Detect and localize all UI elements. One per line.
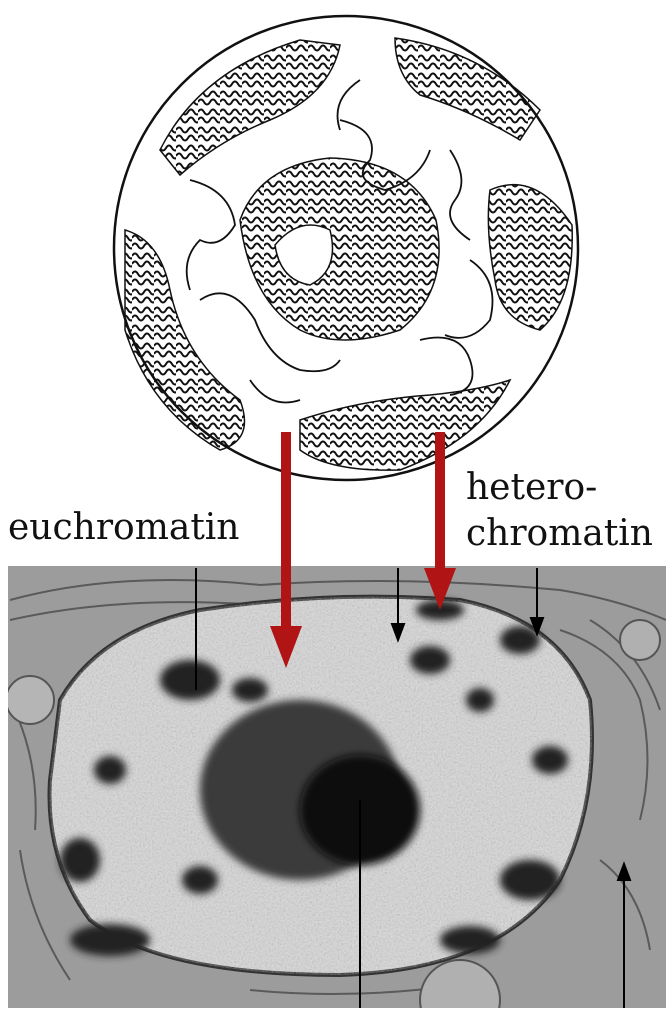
heterochromatin-label-line1: hetero- [466,466,597,510]
heterochromatin-label-line2: chromatin [466,512,653,556]
electron-micrograph [6,566,666,1008]
nucleus-schematic [114,16,578,480]
nucleus-micrograph [50,597,593,975]
euchromatin-label: euchromatin [8,506,240,550]
